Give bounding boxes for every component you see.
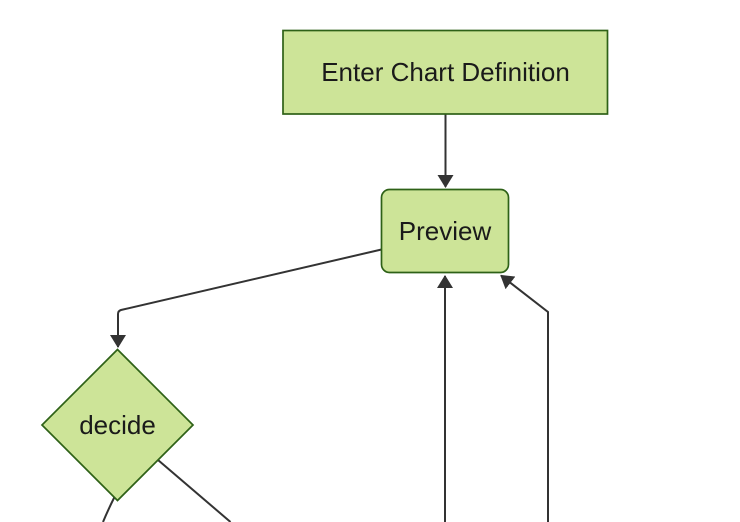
edge-bottom-right-to-preview xyxy=(500,274,549,522)
node-enter-chart-definition: Enter Chart Definition xyxy=(282,29,609,115)
node-decide: decide xyxy=(40,348,195,502)
preview-box xyxy=(380,188,510,274)
decide-diamond xyxy=(40,348,195,502)
edge-decide-to-bottom-right xyxy=(157,459,232,522)
edge-preview-to-decide xyxy=(110,248,382,348)
node-preview: Preview xyxy=(380,188,510,274)
edge-layer xyxy=(102,114,549,522)
edge-decide-to-bottom-left xyxy=(102,496,116,522)
enter-chart-definition-box xyxy=(282,29,609,115)
preview-label: Preview xyxy=(399,216,492,246)
enter-chart-definition-label: Enter Chart Definition xyxy=(321,57,570,87)
decide-label: decide xyxy=(79,410,156,440)
